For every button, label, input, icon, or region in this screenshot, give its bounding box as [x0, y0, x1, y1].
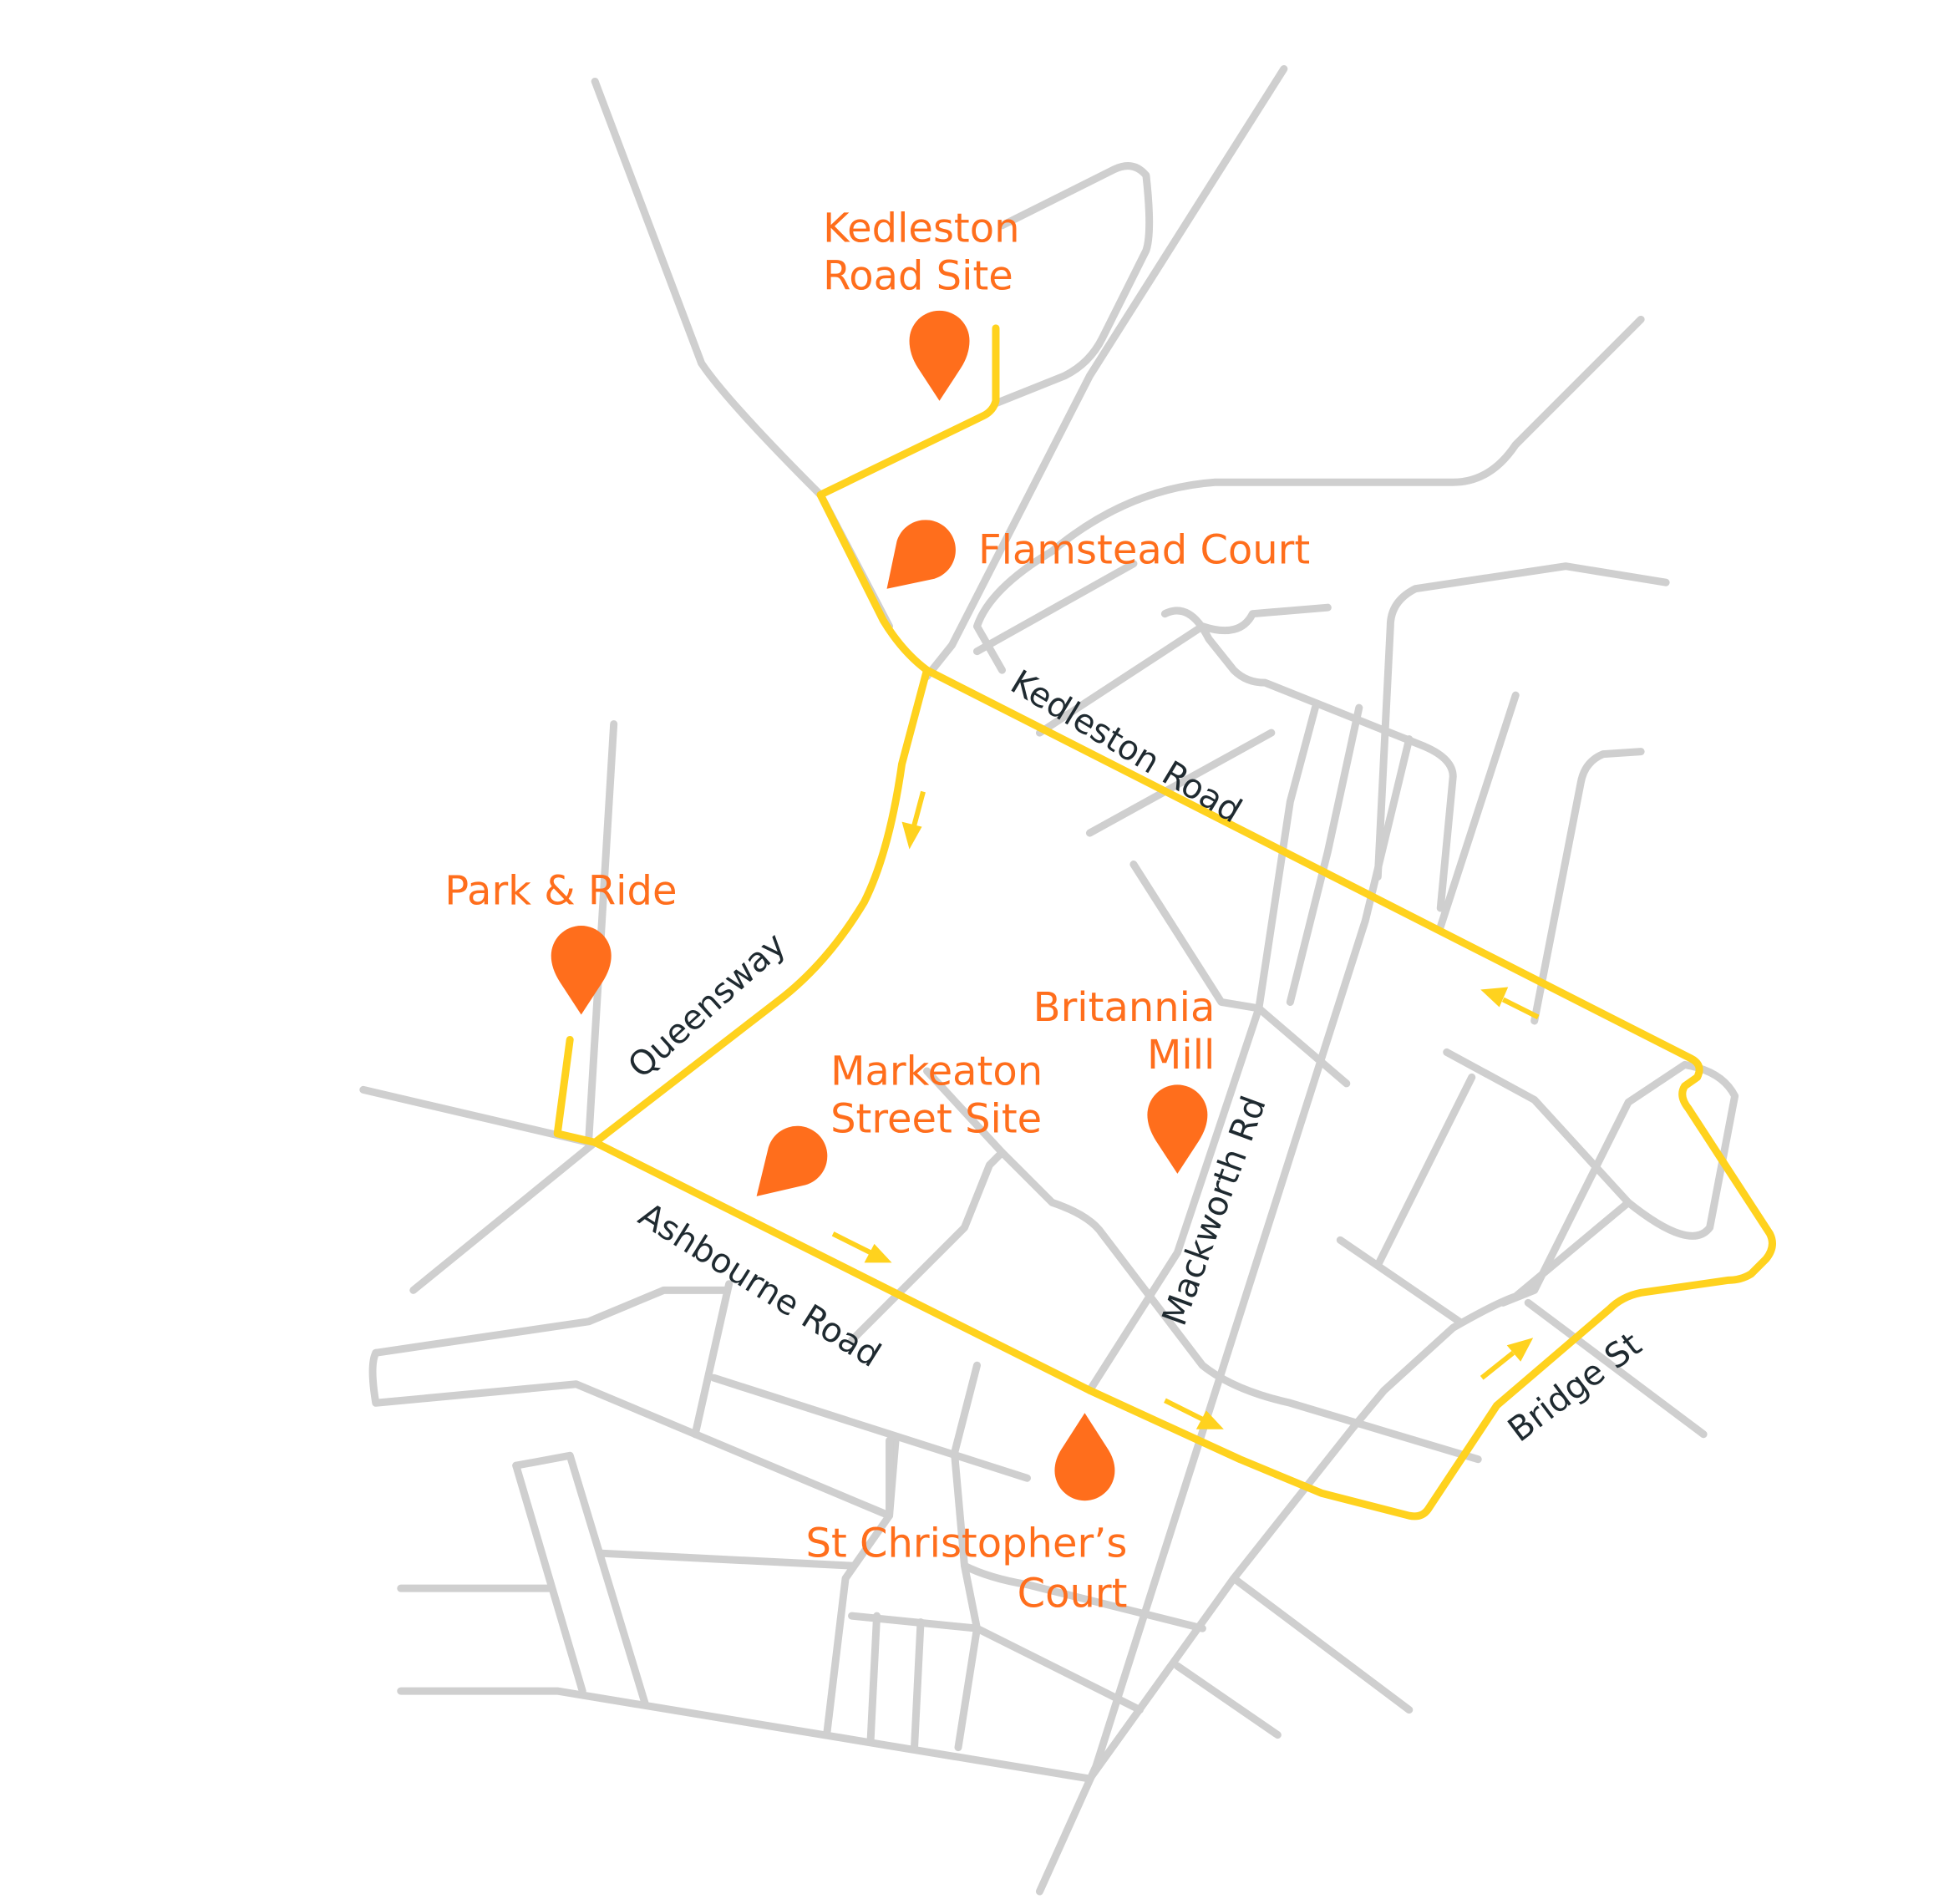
place-label: Road Site [823, 252, 1013, 299]
place-label: Park & Ride [444, 868, 677, 915]
arrow-icon [831, 1231, 892, 1263]
location-pin-icon [551, 926, 612, 1015]
location-pin-icon [909, 310, 970, 401]
arrow-icon [1480, 1338, 1534, 1380]
place-markeaton-street-site[interactable]: Markeaton Street Site [756, 1048, 1043, 1196]
svg-text:Kedleston: Kedleston [823, 205, 1019, 251]
place-label: Street Site [830, 1095, 1042, 1142]
place-flamstead-court[interactable]: Flamstead Court [886, 520, 1311, 589]
svg-text:Road Site: Road Site [823, 252, 1013, 299]
direction-arrows [831, 790, 1540, 1429]
svg-text:Court: Court [1018, 1571, 1128, 1617]
svg-text:St Christopher’s: St Christopher’s [805, 1521, 1127, 1567]
place-label: St Christopher’s [805, 1521, 1127, 1567]
place-label: Court [1018, 1571, 1128, 1617]
place-st-christophers-court[interactable]: St Christopher’s Court [805, 1413, 1127, 1617]
location-pin-icon [1147, 1084, 1208, 1174]
place-kedleston-road-site[interactable]: Kedleston Road Site [823, 205, 1019, 401]
svg-text:Mill: Mill [1147, 1032, 1215, 1079]
svg-text:Street Site: Street Site [830, 1095, 1042, 1142]
road-network [359, 64, 1739, 1896]
arrow-icon [1480, 987, 1540, 1020]
svg-text:Markeaton: Markeaton [830, 1048, 1043, 1094]
location-pin-icon [1054, 1413, 1115, 1501]
arrow-icon [901, 790, 926, 850]
place-label: Britannia [1033, 984, 1216, 1031]
street-label-kedleston-road: Kedleston Road [1004, 662, 1249, 830]
place-label: Kedleston [823, 205, 1019, 251]
place-britannia-mill[interactable]: Britannia Mill [1033, 984, 1216, 1174]
place-label: Markeaton [830, 1048, 1043, 1094]
place-label: Flamstead Court [978, 527, 1310, 574]
location-pin-icon [756, 1125, 828, 1196]
location-pin-icon [886, 520, 956, 589]
place-label: Mill [1147, 1032, 1215, 1079]
svg-text:Britannia: Britannia [1033, 984, 1216, 1031]
arrow-icon [1164, 1398, 1224, 1429]
place-park-and-ride[interactable]: Park & Ride [444, 868, 677, 1015]
shuttle-route [553, 324, 1776, 1521]
